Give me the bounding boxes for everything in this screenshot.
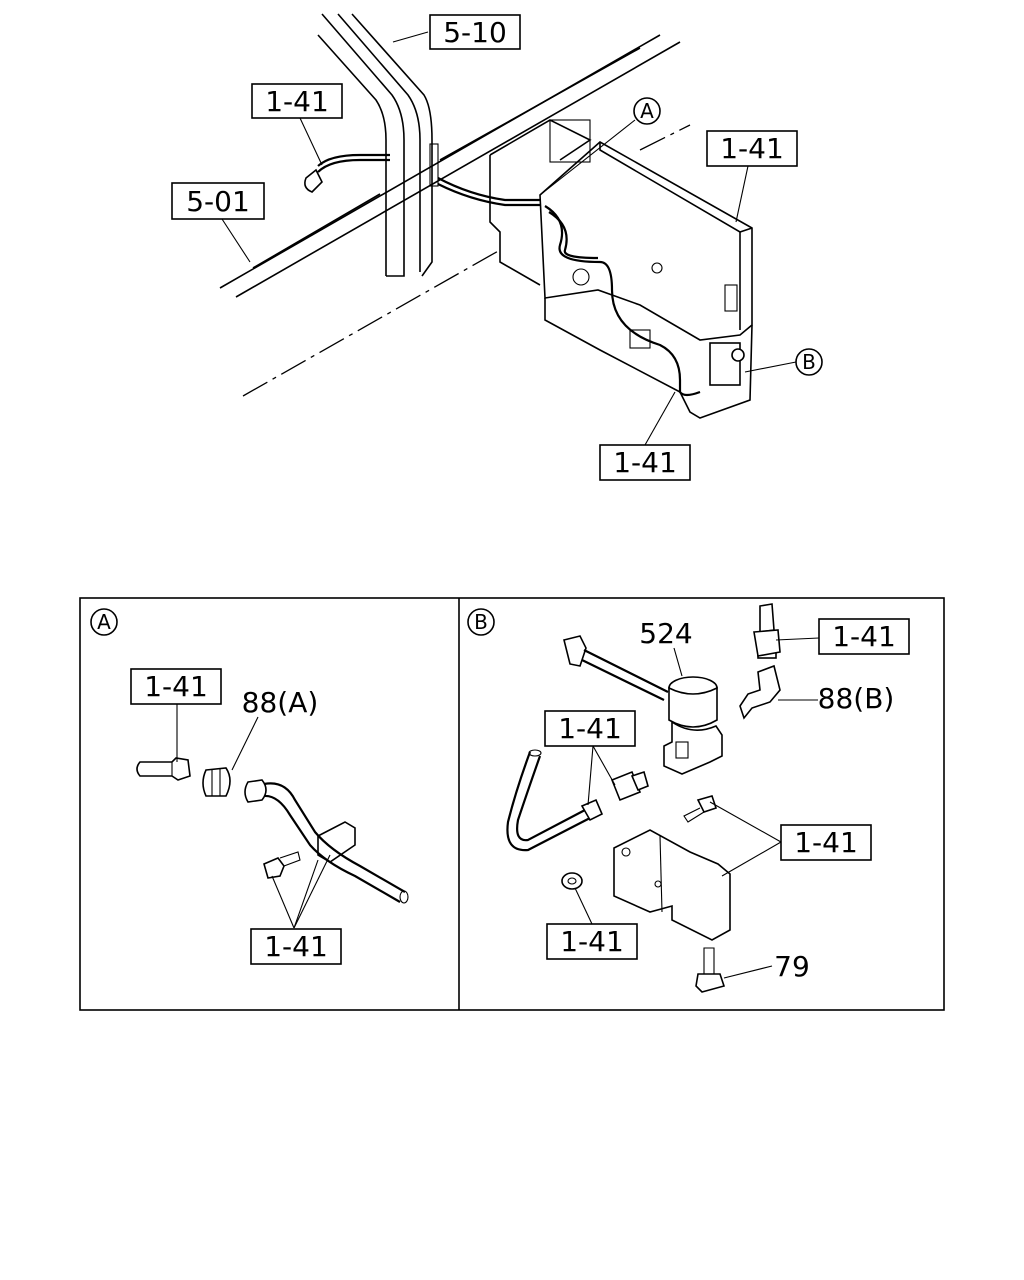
detail-b: B — [467, 603, 910, 993]
detail-a-bolt — [263, 851, 301, 879]
callout-1-41-bottom-label: 1-41 — [613, 446, 677, 479]
detail-b-marker-label: B — [474, 610, 488, 634]
detail-a-fitting — [136, 757, 191, 781]
detail-b-top-fitting — [753, 603, 781, 657]
callout-5-01-label: 5-01 — [186, 185, 250, 218]
brake-line — [304, 153, 701, 397]
detail-a-marker-label: A — [97, 610, 111, 634]
detail-a: A — [90, 608, 409, 965]
detail-a-marker: A — [90, 608, 118, 636]
callout-1-41-right: 1-41 — [706, 130, 798, 167]
callout-5-01: 5-01 — [171, 182, 265, 220]
cross-member — [317, 13, 439, 277]
detail-frame — [79, 597, 945, 1011]
main-leader-lines — [221, 31, 797, 446]
callout-1-41-right-label: 1-41 — [720, 132, 784, 165]
detail-marker-b: B — [795, 348, 823, 376]
detail-b-marker: B — [467, 608, 495, 636]
detail-b-callout-1-41-top-label: 1-41 — [832, 620, 896, 653]
main-view: 5-10 1-41 5-01 1-41 1-41 A B — [171, 13, 823, 481]
detail-a-nut — [202, 767, 231, 797]
callout-1-41-left-label: 1-41 — [265, 85, 329, 118]
detail-b-bent-pipe — [506, 749, 604, 852]
detail-b-label-79: 79 — [774, 950, 810, 983]
detail-b-callout-1-41-bottom-label: 1-41 — [560, 925, 624, 958]
reservoir-assembly — [489, 119, 753, 419]
detail-b-callout-1-41-left: 1-41 — [544, 710, 636, 747]
detail-a-callout-1-41-bottom: 1-41 — [250, 928, 342, 965]
detail-b-solenoid — [663, 676, 723, 775]
detail-a-label-88a: 88(A) — [242, 686, 319, 719]
detail-b-callout-1-41-bottom: 1-41 — [546, 923, 638, 960]
detail-b-union — [610, 770, 649, 802]
detail-b-label-88b: 88(B) — [818, 682, 895, 715]
detail-marker-b-label: B — [802, 350, 816, 374]
detail-b-harness — [563, 635, 669, 701]
detail-a-callout-1-41-top-label: 1-41 — [144, 670, 208, 703]
detail-b-label-524: 524 — [639, 617, 692, 650]
detail-b-bolt-top — [683, 795, 718, 823]
callout-5-10-label: 5-10 — [443, 16, 507, 49]
callout-1-41-bottom: 1-41 — [599, 444, 691, 481]
detail-b-callout-1-41-right: 1-41 — [780, 824, 872, 861]
detail-a-callout-1-41-top: 1-41 — [130, 668, 222, 705]
detail-a-pipe — [244, 779, 409, 904]
detail-b-callout-1-41-top: 1-41 — [818, 618, 910, 655]
detail-b-bracket — [613, 829, 731, 941]
detail-b-callout-1-41-left-label: 1-41 — [558, 712, 622, 745]
detail-b-callout-1-41-right-label: 1-41 — [794, 826, 858, 859]
detail-marker-a: A — [633, 97, 661, 125]
detail-b-bolt-79 — [695, 947, 726, 993]
callout-5-10: 5-10 — [429, 14, 521, 50]
callout-1-41-left: 1-41 — [251, 83, 343, 119]
detail-b-nut — [561, 872, 583, 890]
detail-a-callout-1-41-bottom-label: 1-41 — [264, 930, 328, 963]
detail-marker-a-label: A — [640, 99, 654, 123]
frame-rails — [219, 34, 691, 397]
